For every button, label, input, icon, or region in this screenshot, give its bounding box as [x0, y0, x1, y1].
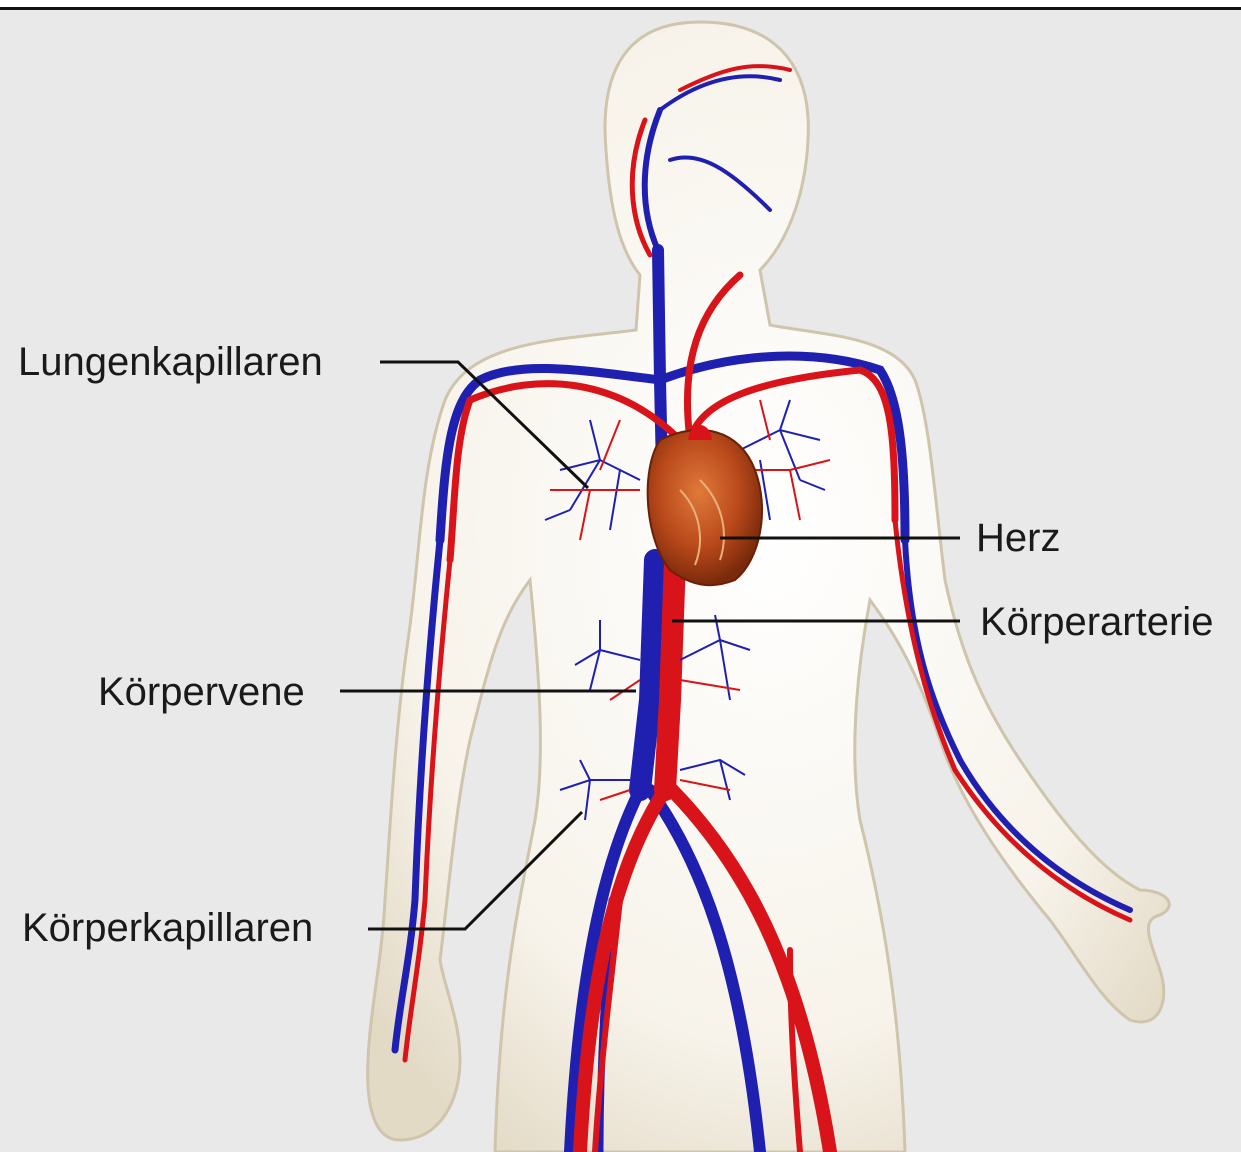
label-lungenkapillaren: Lungenkapillaren	[18, 342, 323, 382]
body-silhouette	[368, 22, 1170, 1152]
label-herz: Herz	[976, 518, 1060, 558]
label-koerperkapillaren: Körperkapillaren	[22, 908, 313, 948]
label-koerperarterie: Körperarterie	[980, 602, 1213, 642]
label-koerpervene: Körpervene	[98, 672, 305, 712]
